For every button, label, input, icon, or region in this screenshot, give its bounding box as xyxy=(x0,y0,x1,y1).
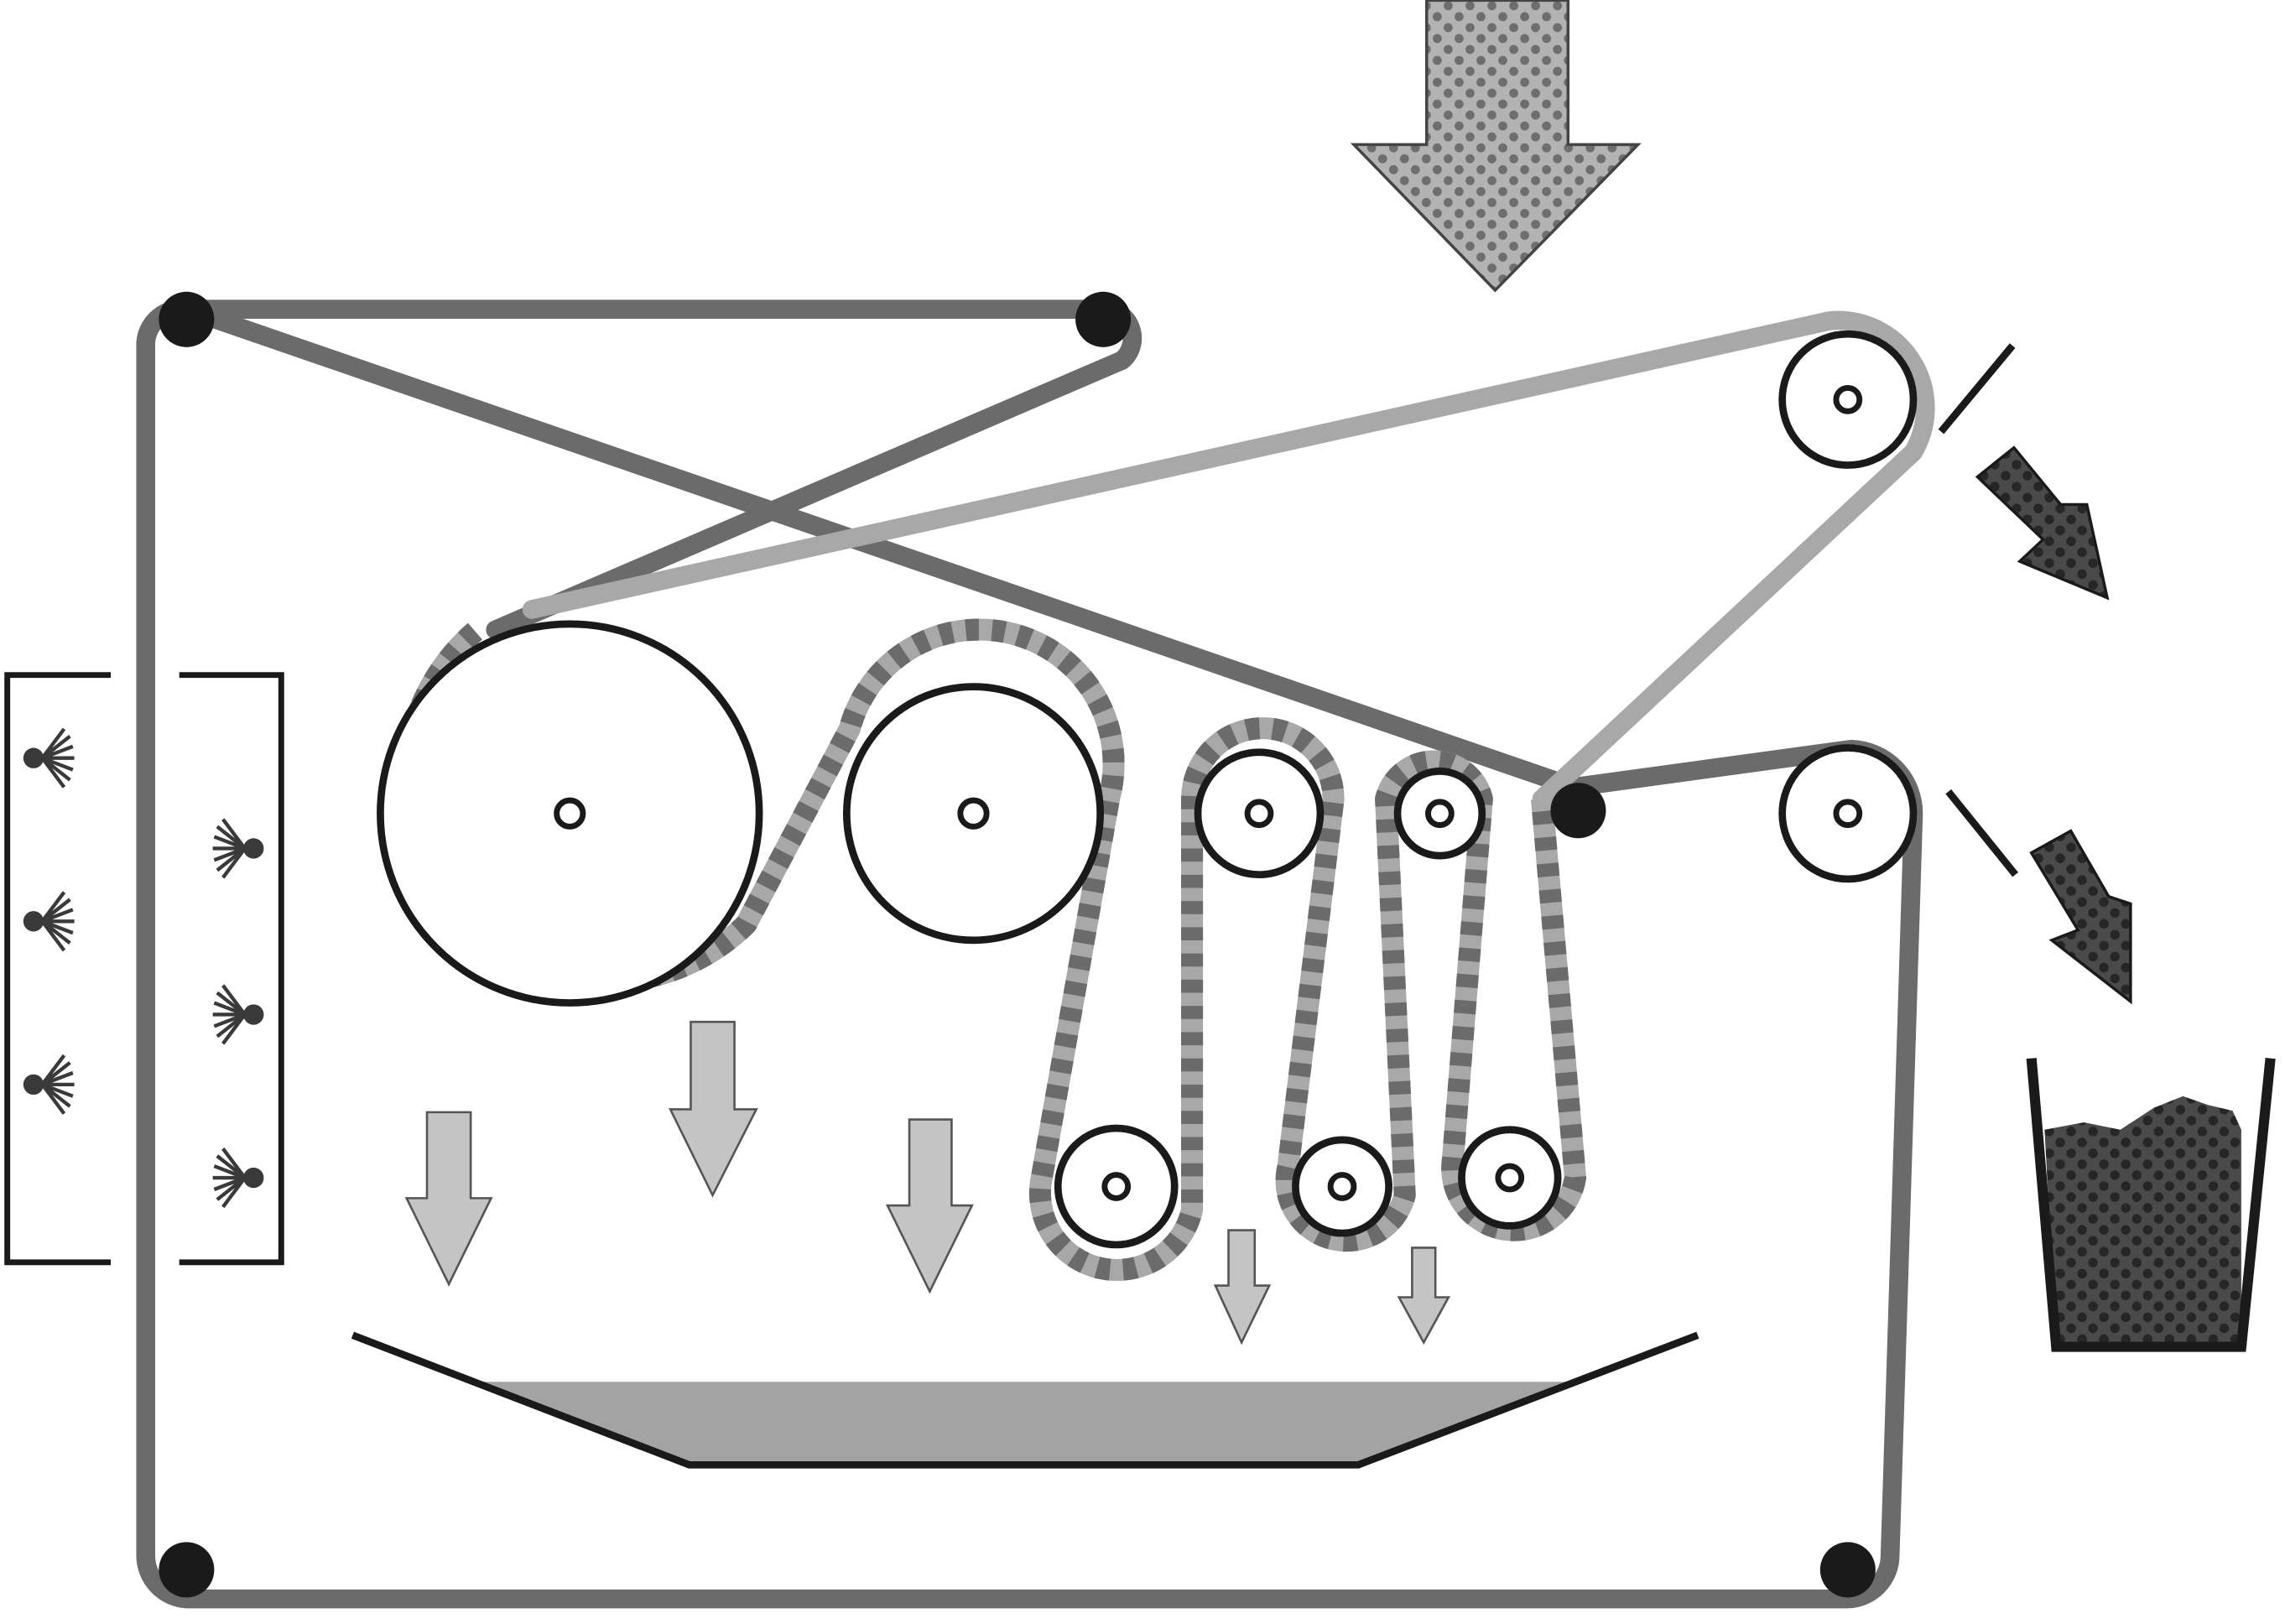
spray-box-left xyxy=(4,672,112,1266)
roller-big-drum xyxy=(377,620,763,1007)
filtrate-arrow-5 xyxy=(1397,1247,1451,1346)
upper-belt xyxy=(522,310,1935,809)
spray-nozzle-right-3 xyxy=(212,1148,264,1209)
spray-box-right xyxy=(179,672,284,1266)
roller-lower-1 xyxy=(1054,1124,1179,1249)
pivot-top-left xyxy=(159,291,215,347)
spray-nozzle-left-3 xyxy=(23,1054,75,1115)
roller-second-drum xyxy=(842,683,1104,945)
filtrate-arrow-3 xyxy=(885,1118,974,1294)
roller-upper-2 xyxy=(1393,768,1486,860)
collection-bin-contents xyxy=(2044,1096,2241,1345)
cake-discharge-arrow-lower xyxy=(2029,829,2132,1005)
pivot-belt-junction xyxy=(1550,783,1606,839)
filtrate-trough xyxy=(351,1331,1699,1469)
pivot-top-mid xyxy=(1075,291,1132,347)
filtrate-trough-liquid xyxy=(475,1382,1571,1465)
scraper-upper xyxy=(1938,343,2016,435)
collection-bin xyxy=(2026,1057,2276,1352)
roller-lower-2 xyxy=(1292,1136,1392,1237)
filtrate-arrow-1 xyxy=(404,1111,493,1287)
roller-upper-1 xyxy=(1194,748,1325,879)
roller-lower-3 xyxy=(1458,1126,1562,1230)
cake-discharge-arrow-upper xyxy=(1975,445,2110,601)
filtrate-arrow-2 xyxy=(669,1020,758,1198)
roller-discharge-lower xyxy=(1778,744,1918,883)
spray-nozzle-right-1 xyxy=(212,818,264,879)
roller-discharge-upper xyxy=(1778,330,1918,469)
pivot-bottom-left xyxy=(159,1542,215,1598)
spray-nozzle-left-2 xyxy=(23,891,75,952)
feed-arrow xyxy=(1350,0,1642,293)
spray-nozzle-right-2 xyxy=(212,984,264,1045)
scraper-lower xyxy=(1945,789,2018,877)
pivot-bottom-right xyxy=(1819,1542,1876,1598)
filtrate-arrow-4 xyxy=(1213,1229,1272,1346)
spray-nozzle-left-1 xyxy=(23,727,75,789)
